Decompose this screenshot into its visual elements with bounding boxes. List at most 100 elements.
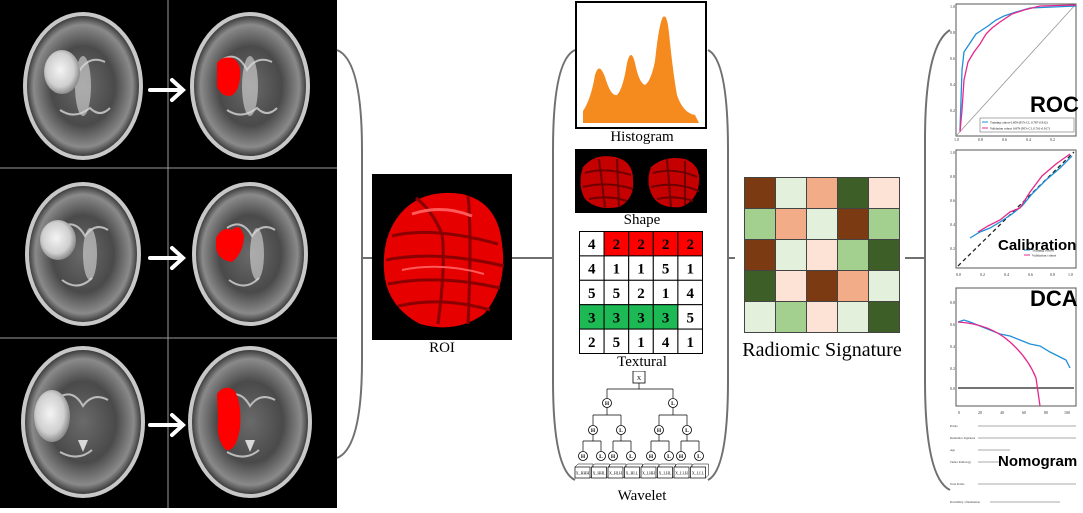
svg-text:0.4: 0.4: [1004, 272, 1009, 277]
wavelet-node-l3-label: H: [611, 454, 616, 460]
texture-cell: [652, 328, 679, 354]
texture-cell-value: 4: [588, 237, 596, 253]
wavelet-node-l2-label: L: [619, 428, 623, 434]
signature-cell: [868, 208, 900, 240]
texture-cell-value: 2: [588, 335, 596, 351]
svg-text:0.2: 0.2: [950, 366, 955, 371]
signature-cell: [806, 177, 838, 209]
signature-cell: [775, 239, 807, 271]
texture-cell-value: 4: [662, 335, 670, 351]
wavelet-node-l2-label: H: [657, 428, 662, 434]
calibration-legend-training: Training cohort: [1032, 249, 1054, 253]
wavelet-leaf-label: X_LHL: [659, 471, 672, 476]
dca-title: DCA: [1030, 286, 1078, 311]
histogram-plot: [583, 16, 699, 124]
calibration-plot: Training cohort Validation cohort 1.0 0.…: [950, 149, 1077, 277]
signature-cell: [775, 270, 807, 302]
signature-cell: [744, 177, 776, 209]
signature-label: Radiomic Signature: [742, 339, 902, 361]
texture-cell: [677, 304, 704, 330]
texture-cell: [652, 231, 679, 257]
wavelet-node-l3: [596, 451, 606, 461]
svg-text:0: 0: [958, 410, 960, 415]
texture-cell-value: 2: [662, 237, 670, 253]
texture-cell-value: 5: [613, 286, 621, 302]
svg-text:80: 80: [1044, 410, 1048, 415]
roc-legend-training: Training cohort 0.859 (95% CI, 0.787-0.9…: [990, 121, 1048, 126]
signature-cell: [806, 208, 838, 240]
wavelet-leaf: [607, 466, 624, 479]
mri-panel: [0, 0, 337, 508]
wavelet-leaf: [690, 466, 706, 479]
texture-cell-value: 3: [662, 310, 670, 326]
wavelet-leaf: [657, 466, 673, 479]
wavelet-node-l3-label: L: [629, 454, 633, 460]
roi-3d-volume: [383, 192, 505, 328]
shape-label: Shape: [623, 212, 661, 228]
nomogram-row-pathology: Tumor Pathology: [950, 460, 971, 464]
roc-title: ROC: [1030, 92, 1079, 117]
svg-text:0.8: 0.8: [978, 137, 983, 142]
signature-cell: [744, 208, 776, 240]
wavelet-leaf-label: X_LLH: [675, 471, 688, 476]
svg-text:40: 40: [1000, 410, 1004, 415]
signature-cell: [806, 239, 838, 271]
signature-cell: [868, 239, 900, 271]
texture-cell-value: 2: [613, 237, 621, 253]
svg-text:0.4: 0.4: [950, 82, 955, 87]
signature-cell: [744, 270, 776, 302]
histogram-label: Histogram: [610, 129, 674, 145]
wavelet-leaf-label: X_HLH: [609, 471, 622, 476]
signature-cell: [775, 208, 807, 240]
svg-text:60: 60: [1022, 410, 1026, 415]
texture-cell: [652, 279, 679, 306]
wavelet-leaf: [574, 466, 591, 479]
wavelet-node-l3: [646, 451, 656, 461]
mri-segmented-2: [192, 182, 308, 326]
calibration-panel: Training cohort Validation cohort 1.0 0.…: [950, 146, 1080, 280]
texture-cell-value: 5: [613, 335, 621, 351]
texture-cell-value: 3: [613, 310, 621, 326]
texture-cell-value: 1: [637, 335, 645, 351]
texture-cell-value: 2: [686, 237, 694, 253]
mri-segmented-3: [188, 346, 312, 498]
histogram-panel: [575, 1, 707, 129]
arrow-icon: [148, 78, 186, 102]
texture-cell-value: 5: [588, 286, 596, 302]
svg-text:1.0: 1.0: [1068, 272, 1073, 277]
wavelet-node-l2-label: H: [591, 428, 596, 434]
svg-text:0.2: 0.2: [950, 246, 955, 251]
mri-grid: [0, 0, 337, 508]
signature-cell: [806, 301, 838, 333]
texture-cell-value: 5: [662, 262, 670, 278]
wavelet-leaf: [673, 466, 690, 479]
wavelet-leaf-label: X_HLL: [626, 471, 639, 476]
mri-original-1: [23, 12, 143, 160]
wavelet-node-l3-label: H: [581, 454, 586, 460]
texture-cell-value: 2: [637, 286, 645, 302]
svg-text:0.8: 0.8: [1050, 272, 1055, 277]
svg-text:0.8: 0.8: [950, 300, 955, 305]
svg-text:0.6: 0.6: [950, 198, 955, 203]
svg-text:0.6: 0.6: [1028, 272, 1033, 277]
texture-cell: [579, 328, 605, 354]
signature-cell: [837, 239, 869, 271]
wavelet-root-label: X: [637, 376, 642, 382]
wavelet-leaf: [640, 466, 657, 479]
signature-cell: [744, 301, 776, 333]
svg-text:1.0: 1.0: [950, 4, 955, 9]
dca-plot: 0.8 0.6 0.4 0.2 0.0 0 20 40 60 80 100: [950, 287, 1077, 415]
texture-cell: [677, 231, 704, 257]
svg-text:0.8: 0.8: [950, 30, 955, 35]
wavelet-leaf-label: X_HHH: [576, 471, 590, 476]
signature-grid: [744, 177, 900, 333]
signature-cell: [837, 301, 869, 333]
texture-cell: [677, 255, 704, 281]
wavelet-node-l3: [694, 451, 704, 461]
texture-cell: [628, 255, 654, 281]
dca-panel: 0.8 0.6 0.4 0.2 0.0 0 20 40 60 80 100: [950, 284, 1080, 418]
wavelet-node-l3: [608, 451, 618, 461]
svg-text:0.0: 0.0: [956, 272, 961, 277]
